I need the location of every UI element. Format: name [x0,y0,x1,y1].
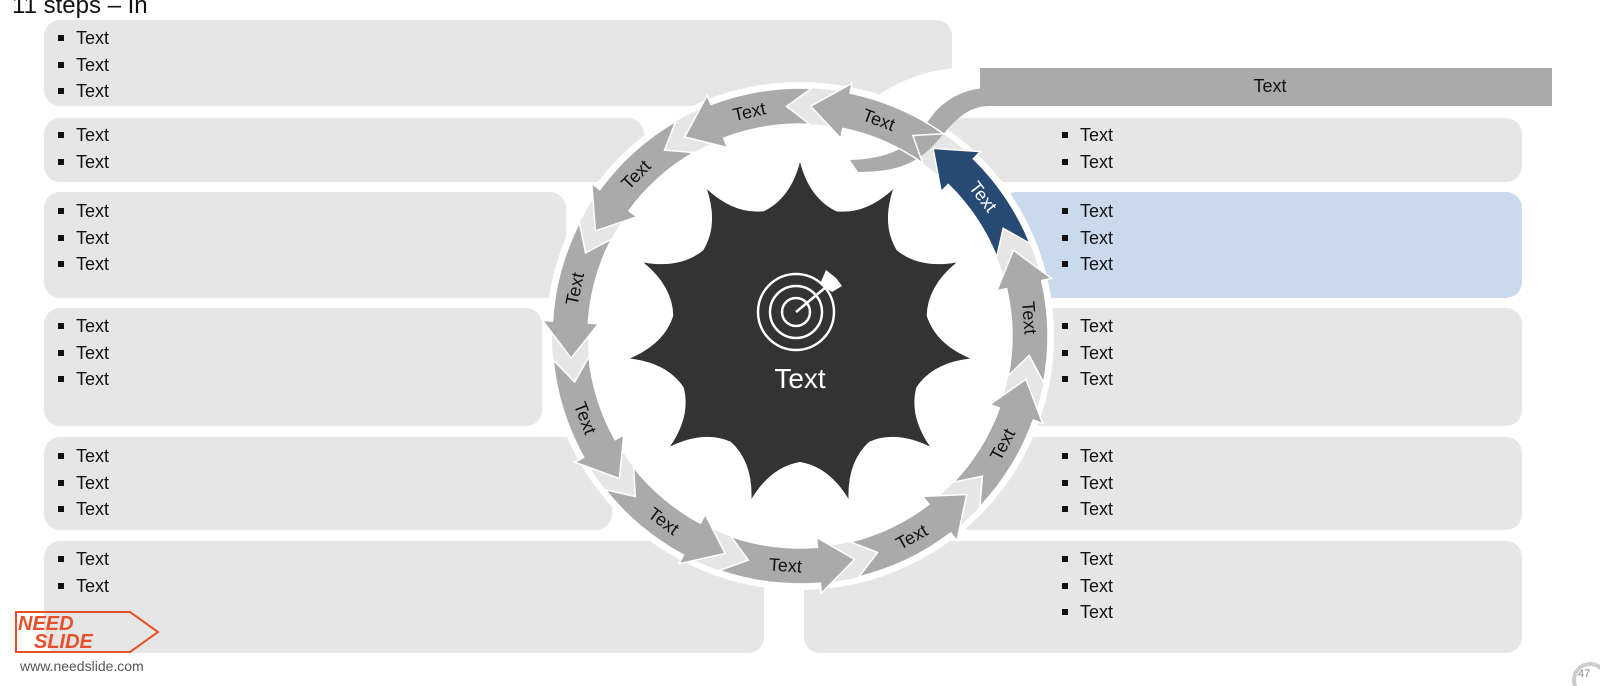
arrow-segment [683,87,814,149]
list-item: Text [1060,149,1113,176]
top-bar-label: Text [1253,76,1287,96]
arrow-label: Text [1018,301,1041,335]
list-item: Text [56,25,109,52]
logo-text-top: NEED [18,613,74,635]
arrow-segment [590,119,697,232]
list-item: Text [56,443,109,470]
right-panel-3 [1026,308,1522,426]
left-panel-3 [44,192,566,298]
left-panel-6 [44,541,764,653]
list-item: Text [1060,251,1113,278]
right-panel-1 [938,118,1522,182]
list-item: Text [56,149,109,176]
list-item: Text [1060,443,1113,470]
arrow-label: Text [768,554,802,576]
list-item: Text [56,122,109,149]
list-item: Text [56,573,109,600]
right-panel-2-highlighted [1000,192,1522,298]
left-list-6: Text Text [56,546,109,599]
list-item: Text [1060,198,1113,225]
arrow-segment [809,81,946,165]
left-list-1: Text Text Text [56,25,109,105]
list-item: Text [1060,496,1113,523]
arrow-ring [540,81,1054,595]
list-item: Text [1060,122,1113,149]
arrow-segment [603,465,727,565]
slide-title: 11 steps – In [12,0,148,19]
list-item: Text [1060,340,1113,367]
list-item: Text [1060,546,1113,573]
right-panel-4 [956,437,1522,530]
right-list-1: Text Text [1060,122,1113,175]
center-label: Text [774,363,826,394]
list-item: Text [56,340,109,367]
arrow-segment [552,354,625,480]
list-item: Text [1060,313,1113,340]
arrow-segment-active [932,147,1032,260]
list-item: Text [1060,470,1113,497]
list-item: Text [1060,225,1113,252]
left-list-5: Text Text Text [56,443,109,523]
list-item: Text [56,198,109,225]
arrow-segment [847,493,968,579]
arrow-segment [716,534,856,595]
list-item: Text [56,225,109,252]
needslide-logo: NEED SLIDE [15,611,160,653]
right-panel-5 [804,541,1522,653]
list-item: Text [56,366,109,393]
list-item: Text [56,78,109,105]
right-list-4: Text Text Text [1060,443,1113,523]
list-item: Text [1060,366,1113,393]
left-panel-4 [44,308,542,426]
list-item: Text [56,251,109,278]
list-item: Text [1060,573,1113,600]
list-item: Text [56,52,109,79]
logo-url: www.needslide.com [20,658,144,674]
arrow-labels: TextTextTextTextTextTextTextTextTextText… [562,98,1041,576]
list-item: Text [56,496,109,523]
right-list-2: Text Text Text [1060,198,1113,278]
right-list-5: Text Text Text [1060,546,1113,626]
top-bar [980,68,1552,106]
list-item: Text [1060,599,1113,626]
center-star [629,162,971,499]
list-item: Text [56,546,109,573]
list-item: Text [56,313,109,340]
right-list-3: Text Text Text [1060,313,1113,393]
left-panel-2 [44,118,644,182]
page-number: 47 [1566,660,1600,686]
page-badge-icon [1572,662,1600,686]
list-item: Text [56,470,109,497]
arrow-segment [951,378,1044,510]
arrow-segment [540,220,614,360]
arrow-segment [995,249,1054,385]
target-arrow-icon [756,270,842,352]
left-list-2: Text Text [56,122,109,175]
logo-text-bottom: SLIDE [34,631,94,653]
left-list-3: Text Text Text [56,198,109,278]
left-list-4: Text Text Text [56,313,109,393]
left-panel-5 [44,437,612,530]
